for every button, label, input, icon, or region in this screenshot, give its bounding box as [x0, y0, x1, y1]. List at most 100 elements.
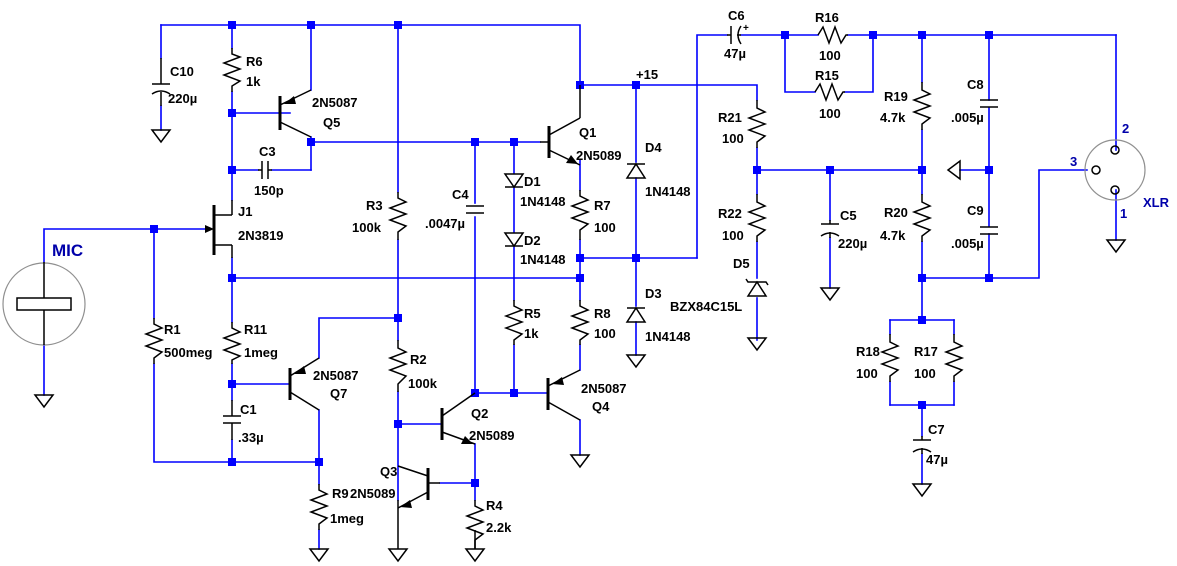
label-r5: R5 [524, 306, 541, 321]
label-c3-value: 150p [254, 183, 284, 198]
resistor-r5 [503, 300, 525, 345]
resistor-r18 [879, 334, 901, 382]
jfet-j1 [205, 200, 233, 258]
label-r2-value: 100k [408, 376, 438, 391]
label-d5: D5 [733, 256, 750, 271]
capacitor-c6 [727, 25, 742, 45]
wires [43, 24, 1117, 550]
label-r1-value: 500meg [164, 345, 212, 360]
label-c5-value: 220µ [838, 236, 867, 251]
label-d1: D1 [524, 174, 541, 189]
resistor-r8 [569, 300, 591, 345]
resistor-r11 [221, 322, 243, 364]
resistors [143, 24, 965, 549]
label-c1-value: .33µ [238, 430, 264, 445]
label-r18: R18 [856, 344, 880, 359]
label-r7-value: 100 [594, 220, 616, 235]
label-q4-value: 2N5087 [581, 381, 627, 396]
label-c6-plus: + [743, 23, 749, 34]
label-d3: D3 [645, 286, 662, 301]
resistor-r16 [817, 24, 848, 46]
label-xlr-pin2: 2 [1122, 121, 1129, 136]
label-r5-value: 1k [524, 326, 539, 341]
label-r15-value: 100 [819, 106, 841, 121]
resistor-r20 [911, 194, 933, 242]
resistor-r3 [387, 192, 409, 240]
label-r11-value: 1meg [244, 345, 278, 360]
label-q3-value: 2N5089 [350, 486, 396, 501]
capacitor-c3 [258, 161, 272, 179]
label-r2: R2 [410, 352, 427, 367]
label-r22: R22 [718, 206, 742, 221]
resistor-r2 [387, 340, 409, 392]
label-c8-value: .005µ [951, 110, 984, 125]
resistor-r21 [746, 100, 768, 148]
label-r3: R3 [366, 198, 383, 213]
label-c3: C3 [259, 144, 276, 159]
transistors [205, 85, 581, 509]
label-r21-value: 100 [722, 131, 744, 146]
resistor-r1 [143, 318, 165, 364]
label-r20: R20 [884, 205, 908, 220]
capacitor-c7 [912, 436, 932, 454]
resistor-r4 [464, 500, 486, 549]
label-r7: R7 [594, 198, 611, 213]
transistor-q5 [278, 89, 312, 138]
label-r1: R1 [164, 322, 181, 337]
label-c10-value: 220µ [168, 91, 197, 106]
label-d2-value: 1N4148 [520, 252, 566, 267]
ground-symbols [33, 129, 1127, 563]
label-q1-value: 2N5089 [576, 148, 622, 163]
label-xlr-pin1: 1 [1120, 206, 1127, 221]
capacitor-c5 [820, 220, 840, 238]
label-j1: J1 [238, 204, 252, 219]
transistor-q1 [540, 85, 581, 166]
resistor-r17 [943, 334, 965, 382]
label-d1-value: 1N4148 [520, 194, 566, 209]
label-r8-value: 100 [594, 326, 616, 341]
label-r6: R6 [246, 54, 263, 69]
resistor-r15 [814, 81, 845, 103]
label-r17-value: 100 [914, 366, 936, 381]
label-q1: Q1 [579, 125, 596, 140]
transistor-q3 [397, 465, 440, 509]
label-c6: C6 [728, 8, 745, 23]
diode-d4 [625, 162, 647, 179]
transistor-q7 [288, 357, 320, 411]
label-q2: Q2 [471, 406, 488, 421]
label-xlr: XLR [1143, 195, 1170, 210]
resistor-r19 [911, 82, 933, 130]
label-q5-value: 2N5087 [312, 95, 358, 110]
label-r15: R15 [815, 68, 839, 83]
label-q3: Q3 [380, 464, 397, 479]
label-r16-value: 100 [819, 48, 841, 63]
label-c6-value: 47µ [724, 46, 746, 61]
label-r19-value: 4.7k [880, 110, 906, 125]
label-plus15: +15 [636, 67, 658, 82]
transistor-q4 [546, 369, 581, 421]
label-r20-value: 4.7k [880, 228, 906, 243]
microphone-symbol [2, 262, 86, 346]
label-r9: R9 [332, 486, 349, 501]
capacitors [151, 25, 998, 454]
label-r11: R11 [244, 322, 267, 337]
label-d4: D4 [645, 140, 662, 155]
capacitor-c4 [466, 205, 484, 214]
diode-d2 [503, 232, 525, 248]
label-c7-value: 47µ [926, 452, 948, 467]
label-c10: C10 [170, 64, 194, 79]
label-d4-value: 1N4148 [645, 184, 691, 199]
capacitor-c8 [980, 99, 998, 108]
label-c4-value: .0047µ [425, 216, 465, 231]
resistor-r6 [221, 48, 243, 92]
label-r17: R17 [914, 344, 938, 359]
label-c8: C8 [967, 77, 984, 92]
xlr-connector [1084, 139, 1146, 201]
label-q2-value: 2N5089 [469, 428, 515, 443]
label-xlr-pin3: 3 [1070, 154, 1077, 169]
component-labels: R6 1k C10 220µ 2N5087 Q5 C3 150p J1 2N38… [52, 8, 1170, 535]
resistor-r7 [569, 190, 591, 240]
capacitor-c1 [223, 400, 241, 440]
junction-dots [150, 21, 993, 487]
